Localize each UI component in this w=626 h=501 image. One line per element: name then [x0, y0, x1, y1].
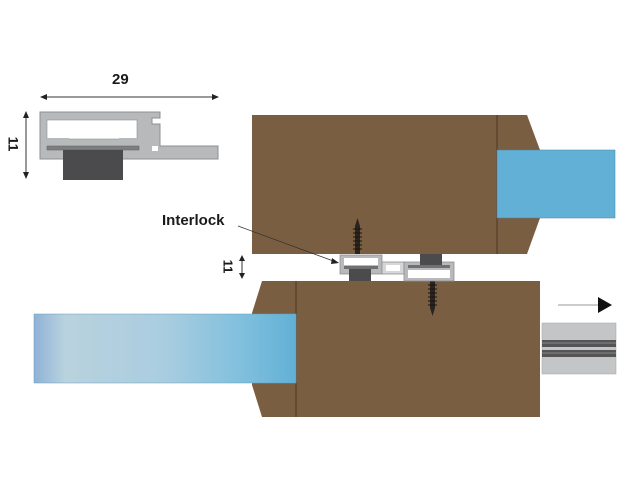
- lower-sash: [33, 281, 540, 417]
- aluminium-profile: [39, 111, 219, 160]
- height-dimension-label: 11: [5, 136, 22, 152]
- gap-dimension-label: 11: [220, 259, 236, 274]
- upper-sash: [252, 115, 616, 254]
- interlock-profiles: [339, 254, 455, 282]
- gasket-block: [63, 150, 123, 180]
- lower-glass-pane: [33, 313, 297, 384]
- right-arrow-icon: [558, 297, 612, 313]
- interlock-callout-leader: [237, 225, 339, 264]
- screw-icon: [428, 281, 437, 316]
- height-dimension-arrow: [23, 111, 29, 179]
- gap-dimension-arrow: [239, 255, 245, 279]
- upper-glass-pane: [496, 149, 616, 219]
- interlock-label: Interlock: [162, 212, 225, 229]
- sliding-track: [541, 322, 617, 375]
- profile-detail: [23, 94, 219, 180]
- width-dimension-arrow: [40, 94, 219, 100]
- screw-icon: [353, 218, 362, 254]
- width-dimension-label: 29: [112, 71, 129, 88]
